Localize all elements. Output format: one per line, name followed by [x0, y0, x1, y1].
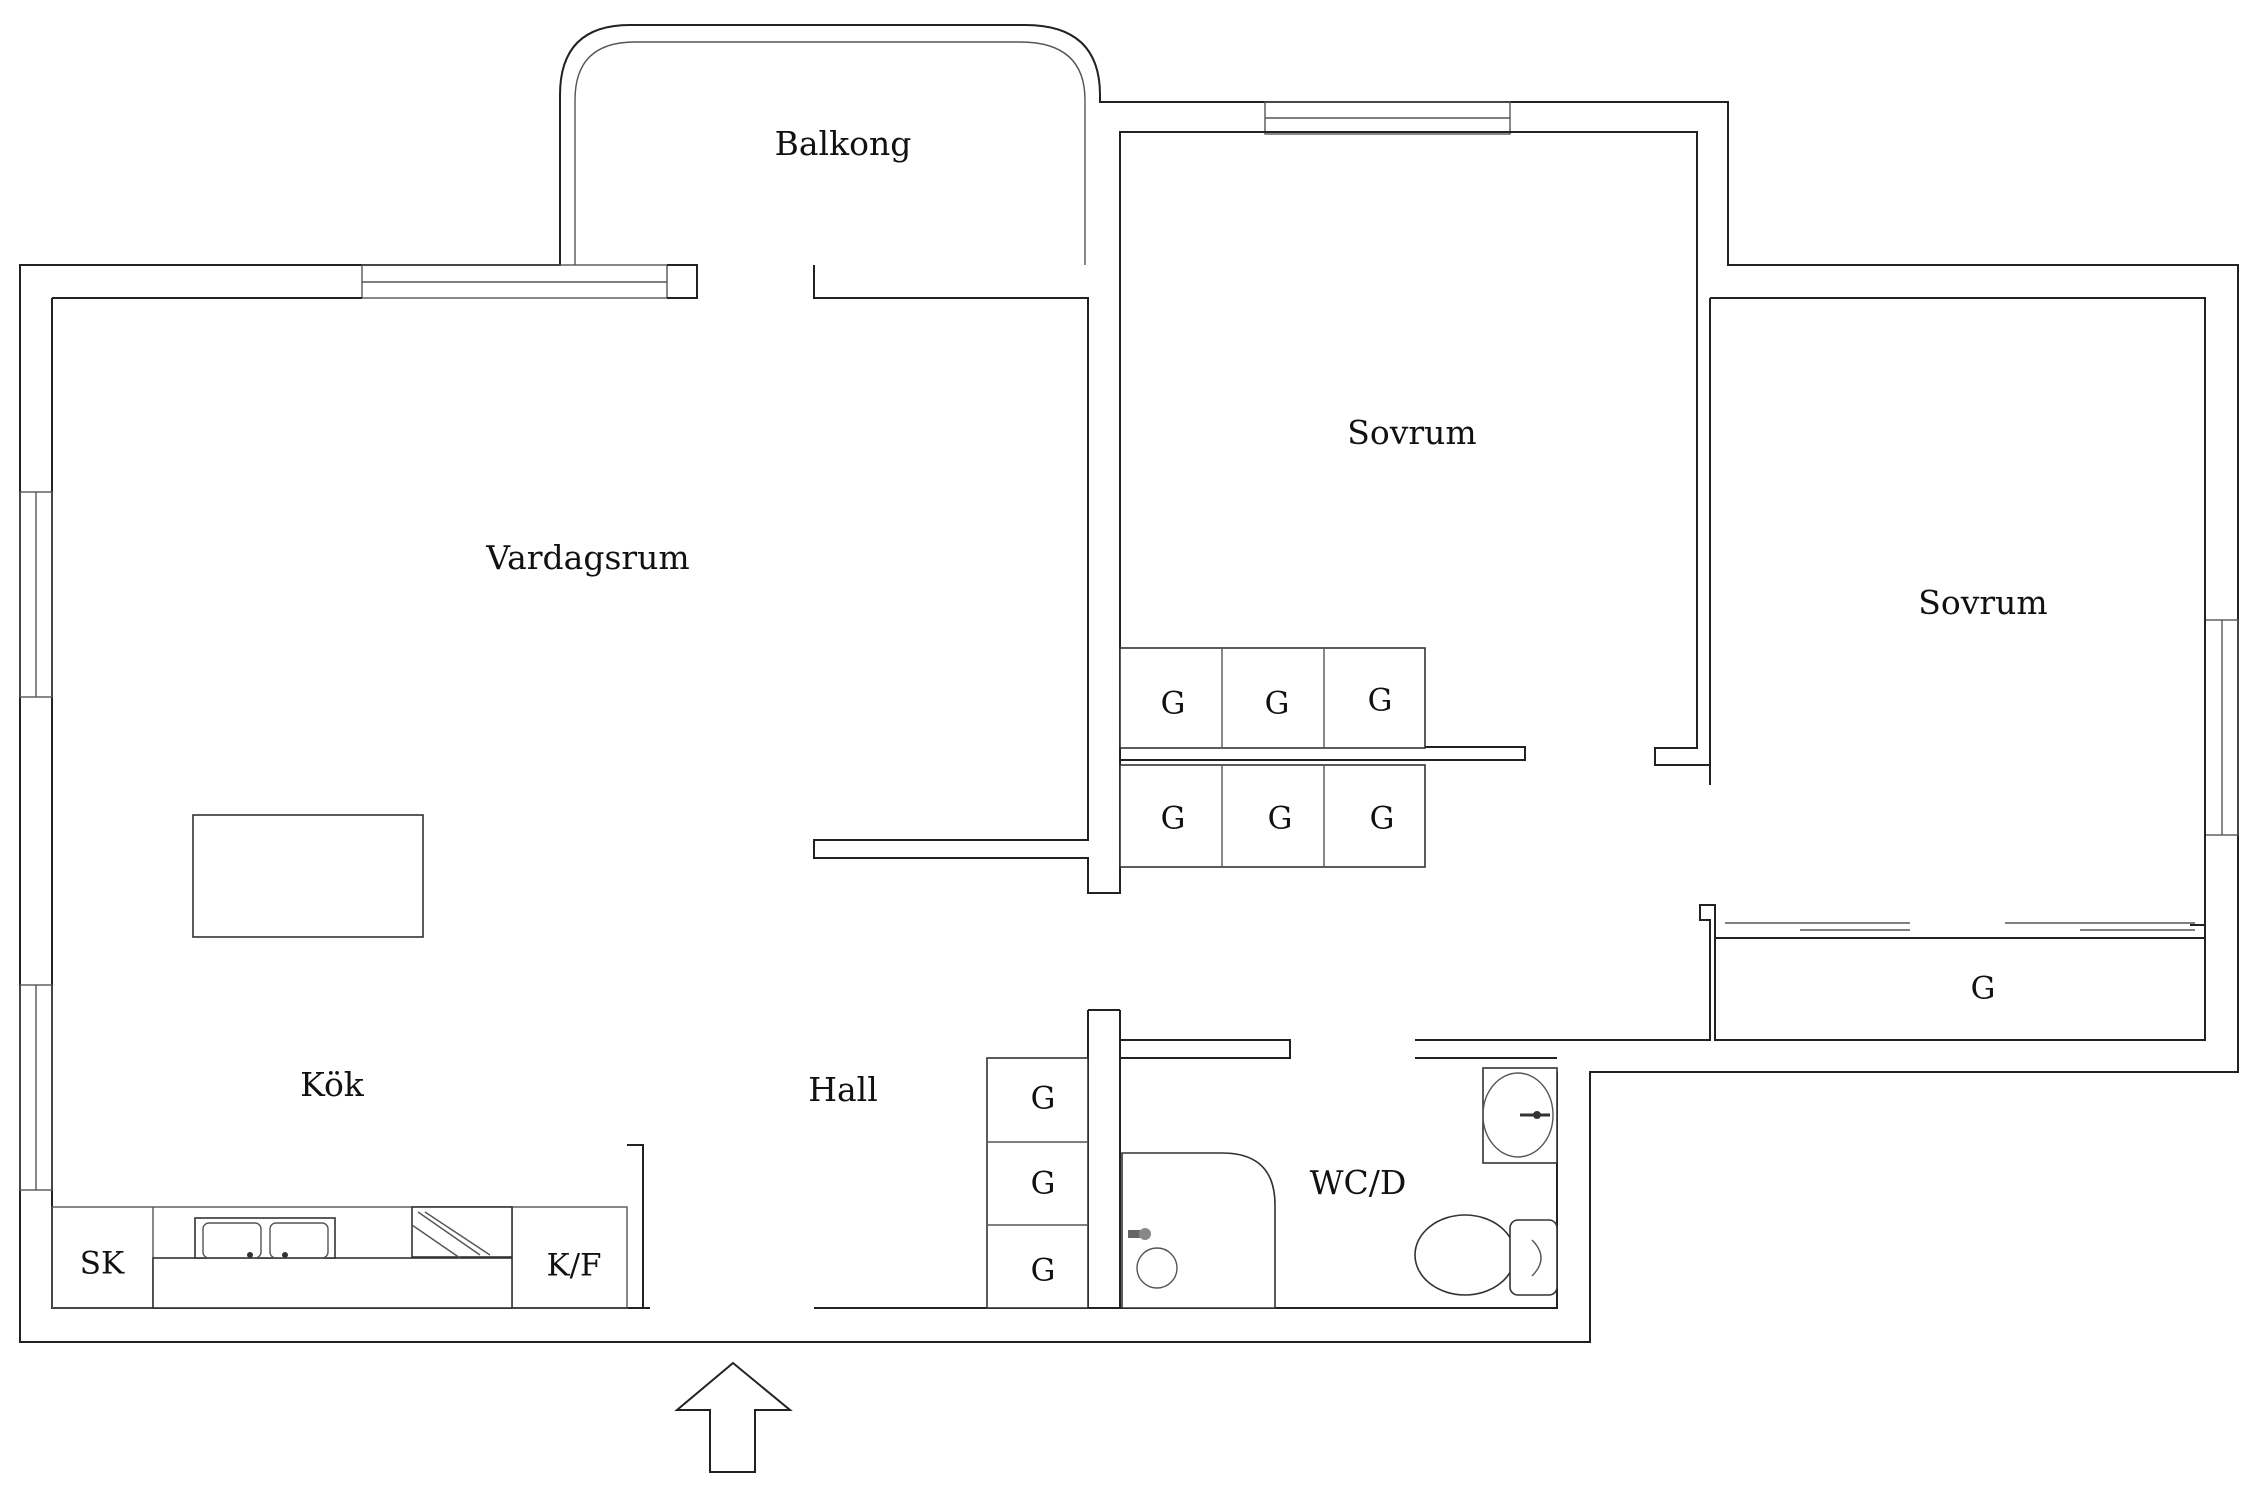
storage-label: G: [1031, 1081, 1056, 1117]
label-sk: SK: [80, 1246, 125, 1282]
label-sovrum-2: Sovrum: [1918, 583, 2047, 622]
bathroom-sink-icon: [1482, 1067, 1558, 1164]
storage-label: G: [1031, 1166, 1056, 1202]
storage-label: G: [1268, 801, 1293, 837]
storage-label: G: [1971, 971, 1996, 1007]
storage-label: G: [1161, 686, 1186, 722]
label-vardagsrum: Vardagsrum: [485, 538, 689, 577]
toilet-icon: [1414, 1214, 1558, 1296]
shower-icon: [1121, 1152, 1276, 1309]
sink-icon: [194, 1217, 336, 1259]
wardrobe-block-lower: [1119, 764, 1426, 868]
label-sovrum-1: Sovrum: [1347, 413, 1476, 452]
label-wc: WC/D: [1310, 1163, 1407, 1202]
kitchen-counter: [51, 1206, 628, 1309]
hall-wardrobe: [986, 1057, 1089, 1309]
storage-label: G: [1031, 1253, 1056, 1289]
entrance-arrow-icon: [674, 1361, 793, 1473]
sovrum-2-wardrobe: [1715, 922, 2205, 939]
stove-icon: [411, 1206, 513, 1259]
wardrobe-block-upper: [1119, 647, 1426, 749]
storage-label: G: [1265, 686, 1290, 722]
label-kf: K/F: [546, 1248, 601, 1284]
label-hall: Hall: [808, 1070, 878, 1109]
storage-label: G: [1161, 801, 1186, 837]
dining-table: [192, 814, 424, 938]
storage-label: G: [1370, 801, 1395, 837]
storage-label: G: [1368, 683, 1393, 719]
label-balkong: Balkong: [775, 124, 912, 163]
label-kok: Kök: [300, 1065, 365, 1104]
